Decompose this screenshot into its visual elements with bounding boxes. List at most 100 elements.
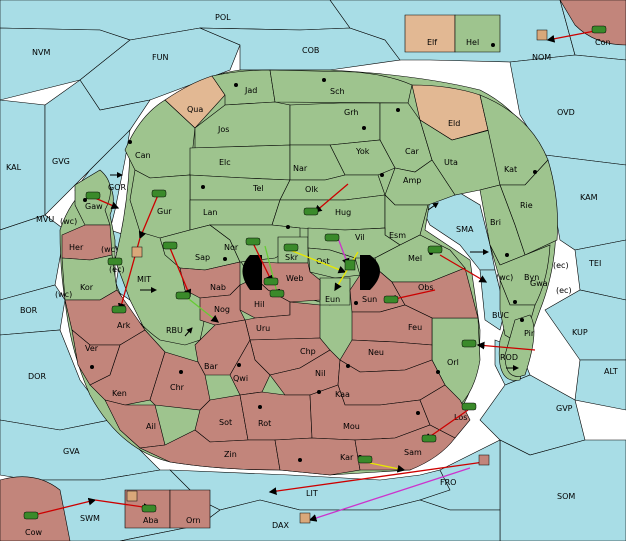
unit-Sap[interactable] bbox=[162, 241, 178, 250]
label-Uta: Uta bbox=[444, 158, 458, 167]
sc-Car bbox=[396, 108, 400, 112]
label-Elc: Elc bbox=[219, 158, 231, 167]
unit-Hil[interactable] bbox=[269, 289, 285, 298]
unit-DAX[interactable] bbox=[299, 512, 311, 524]
label-Aba: Aba bbox=[143, 516, 159, 525]
order-fro-dax bbox=[308, 467, 471, 522]
label-OVD: OVD bbox=[557, 108, 575, 117]
order-hil-web bbox=[264, 245, 281, 298]
label-Qua: Qua bbox=[187, 105, 203, 114]
label-Chp: Chp bbox=[300, 347, 316, 356]
unit-Aba2[interactable] bbox=[141, 504, 157, 513]
unit-Kor[interactable] bbox=[107, 257, 123, 266]
unit-Gaw[interactable] bbox=[85, 191, 101, 200]
order-skr-ost bbox=[289, 249, 347, 274]
label-Mou: Mou bbox=[343, 422, 360, 431]
sea-SOM[interactable] bbox=[499, 439, 626, 541]
unit-Ark[interactable] bbox=[111, 305, 127, 314]
label-ALT: ALT bbox=[604, 367, 618, 376]
land-Orn[interactable] bbox=[169, 489, 211, 529]
unit-Nor[interactable] bbox=[245, 237, 261, 246]
unit-Web[interactable] bbox=[263, 277, 279, 286]
label-Ost: Ost bbox=[316, 257, 330, 266]
unit-Skr[interactable] bbox=[283, 243, 299, 252]
unit-Sam[interactable] bbox=[421, 434, 437, 443]
label-Car: Car bbox=[405, 147, 419, 156]
unit-Vil[interactable] bbox=[324, 233, 340, 242]
land-Gur[interactable] bbox=[129, 169, 191, 239]
sc-Byn bbox=[505, 253, 509, 257]
sc-Sap bbox=[223, 257, 227, 261]
sea-MVU[interactable] bbox=[0, 214, 66, 301]
unit-NOM[interactable] bbox=[536, 29, 548, 41]
sc-Chr bbox=[179, 370, 183, 374]
label-ec1: (ec) bbox=[109, 265, 125, 274]
order-vil-eun bbox=[334, 251, 359, 292]
label-Ail: Ail bbox=[146, 422, 156, 431]
label-FRO: FRO bbox=[440, 478, 456, 487]
sea-OVD[interactable] bbox=[509, 54, 626, 166]
land-Pir[interactable] bbox=[504, 314, 535, 377]
label-Kar: Kar bbox=[340, 453, 354, 462]
label-Nor: Nor bbox=[224, 243, 239, 252]
unit-Orl[interactable] bbox=[461, 339, 477, 348]
land-Cow[interactable] bbox=[0, 476, 71, 541]
order-fro-lit bbox=[268, 461, 485, 495]
land-Sch[interactable] bbox=[269, 69, 413, 104]
unit-Los[interactable] bbox=[461, 402, 477, 411]
label-Gwa: Gwa bbox=[530, 279, 548, 288]
land-Zin[interactable] bbox=[138, 429, 281, 471]
label-KAL: KAL bbox=[6, 163, 22, 172]
label-Sot: Sot bbox=[219, 418, 232, 427]
sea-BOR[interactable] bbox=[0, 284, 66, 336]
unit-FRO[interactable] bbox=[478, 454, 490, 466]
land-Elc[interactable] bbox=[189, 144, 291, 181]
label-Nil: Nil bbox=[315, 369, 325, 378]
order-swm-aba bbox=[94, 499, 152, 511]
label-Zin: Zin bbox=[224, 450, 237, 459]
label-Uru: Uru bbox=[256, 324, 270, 333]
sea-KUP[interactable] bbox=[544, 289, 626, 361]
label-Vil: Vil bbox=[355, 233, 365, 242]
label-Qwi: Qwi bbox=[233, 374, 248, 383]
land-Grh[interactable] bbox=[289, 102, 381, 146]
sea-ALT[interactable] bbox=[574, 359, 626, 411]
unit-Sun[interactable] bbox=[383, 295, 399, 304]
sc-Pir bbox=[520, 318, 524, 322]
label-TEI: TEI bbox=[588, 259, 601, 268]
unit-Ost[interactable] bbox=[344, 259, 356, 271]
label-Hil: Hil bbox=[254, 300, 264, 309]
land-Rot[interactable] bbox=[239, 391, 313, 441]
order-mel-obs bbox=[439, 254, 488, 283]
label-Mel: Mel bbox=[408, 254, 422, 263]
label-SMA: SMA bbox=[456, 225, 474, 234]
label-Rie: Rie bbox=[520, 201, 533, 210]
unit-Her[interactable] bbox=[131, 246, 143, 258]
unit-Mel[interactable] bbox=[427, 245, 443, 254]
label-Cow: Cow bbox=[25, 528, 42, 537]
label-Yok: Yok bbox=[355, 147, 370, 156]
unit-Nab[interactable] bbox=[175, 291, 191, 300]
sea-TEI[interactable] bbox=[574, 239, 626, 301]
lake-east bbox=[360, 255, 380, 290]
unit-Aba[interactable] bbox=[126, 490, 138, 502]
unit-Con[interactable] bbox=[591, 25, 607, 34]
label-Esm: Esm bbox=[389, 231, 406, 240]
label-Lan: Lan bbox=[203, 208, 217, 217]
unit-Gur[interactable] bbox=[151, 189, 167, 198]
unit-Hug[interactable] bbox=[303, 207, 319, 216]
order-olk-hug bbox=[314, 183, 349, 213]
lake-west bbox=[242, 255, 262, 290]
label-Sam: Sam bbox=[404, 448, 422, 457]
label-ROD: ROD bbox=[500, 353, 518, 362]
label-DAX: DAX bbox=[272, 521, 289, 530]
unit-Kar[interactable] bbox=[357, 455, 373, 464]
land-Hel[interactable] bbox=[454, 14, 501, 53]
land-Rie[interactable] bbox=[499, 159, 558, 256]
label-KAM: KAM bbox=[580, 193, 598, 202]
unit-Cow[interactable] bbox=[23, 511, 39, 520]
label-Obs: Obs bbox=[418, 283, 434, 292]
sc-Orl bbox=[436, 370, 440, 374]
label-Gaw: Gaw bbox=[85, 202, 103, 211]
label-Can: Can bbox=[135, 151, 151, 160]
